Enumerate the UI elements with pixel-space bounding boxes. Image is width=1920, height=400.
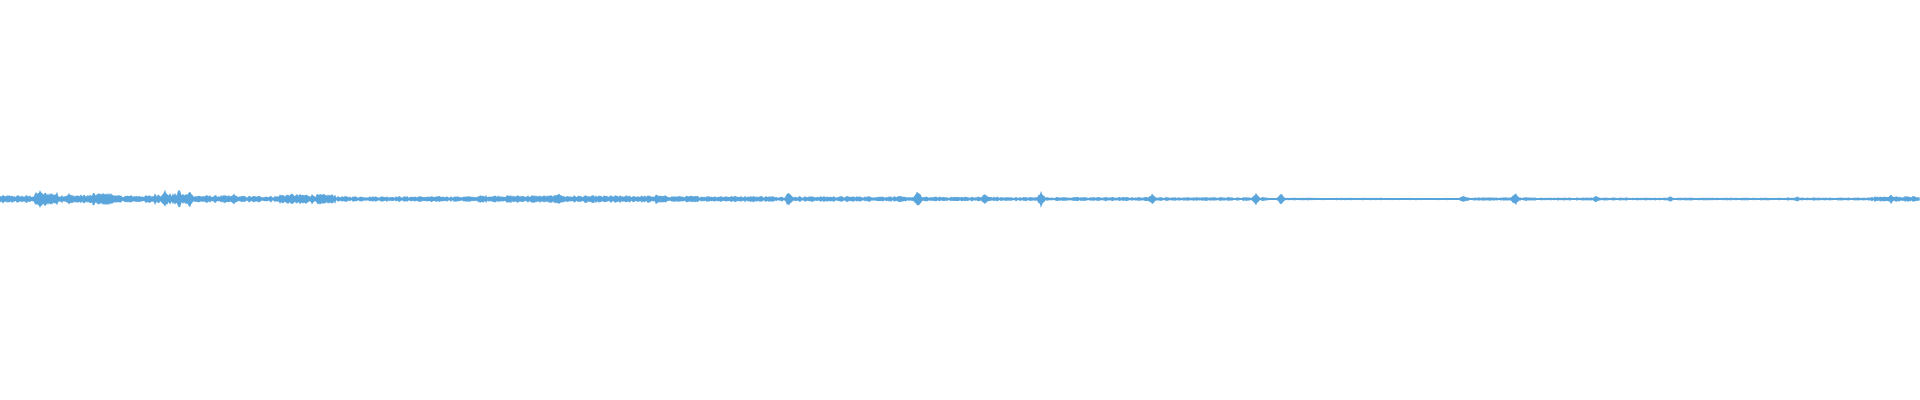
waveform-samples [0,189,1920,209]
